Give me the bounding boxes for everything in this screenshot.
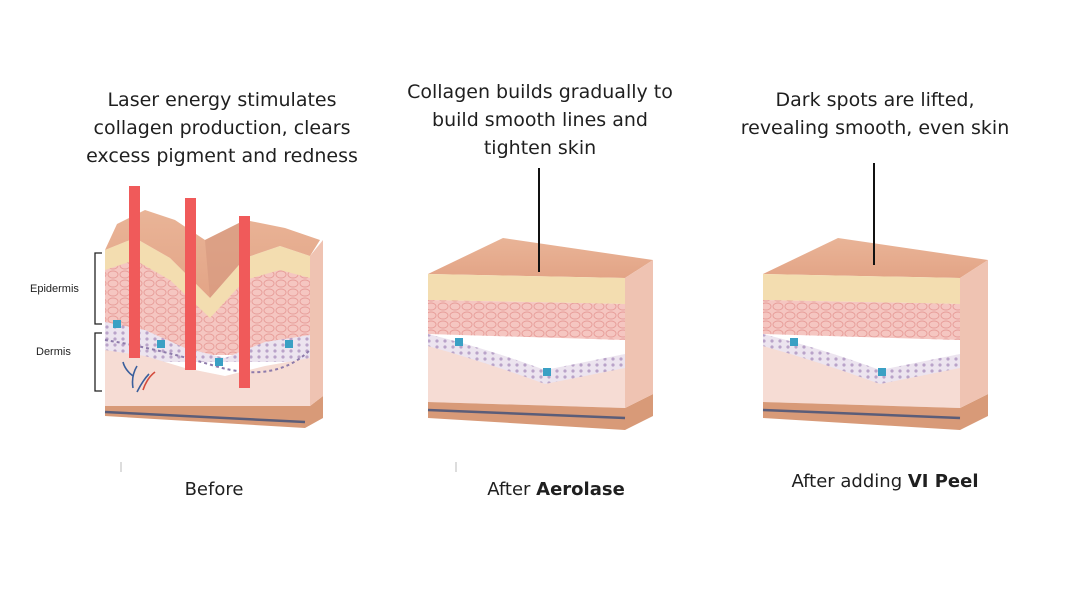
pointer-line-aerolase: [537, 168, 541, 274]
caption-aerolase: Collagen builds gradually to build smoot…: [390, 78, 690, 162]
label-aerolase: After Aerolase: [456, 479, 656, 500]
laser-beam: [239, 216, 250, 388]
caption-line: revealing smooth, even skin: [725, 114, 1025, 142]
label-prefix: After adding: [791, 471, 907, 492]
caption-line: Collagen builds gradually to: [390, 78, 690, 106]
label-bold: VI Peel: [908, 471, 979, 492]
caption-vi-peel: Dark spots are lifted, revealing smooth,…: [725, 86, 1025, 142]
caption-before: Laser energy stimulates collagen product…: [72, 86, 372, 170]
tick-mark: [455, 462, 457, 474]
label-prefix: Before: [185, 479, 244, 500]
epidermis-label: Epidermis: [30, 283, 79, 295]
caption-line: build smooth lines and: [390, 106, 690, 134]
caption-line: excess pigment and redness: [72, 142, 372, 170]
dermis-label: Dermis: [36, 346, 71, 358]
caption-line: tighten skin: [390, 134, 690, 162]
pointer-line-vi-peel: [872, 163, 876, 267]
label-vi-peel: After adding VI Peel: [770, 471, 1000, 492]
caption-line: collagen production, clears: [72, 114, 372, 142]
caption-line: Dark spots are lifted,: [725, 86, 1025, 114]
skin-block-aerolase: [425, 230, 665, 450]
laser-beam: [129, 186, 140, 358]
laser-beams: [120, 180, 260, 400]
label-before: Before: [144, 479, 284, 500]
label-prefix: After: [487, 479, 536, 500]
tick-mark: [120, 462, 122, 474]
caption-line: Laser energy stimulates: [72, 86, 372, 114]
skin-block-vi-peel: [760, 230, 1000, 450]
label-bold: Aerolase: [536, 479, 625, 500]
laser-beam: [185, 198, 196, 370]
